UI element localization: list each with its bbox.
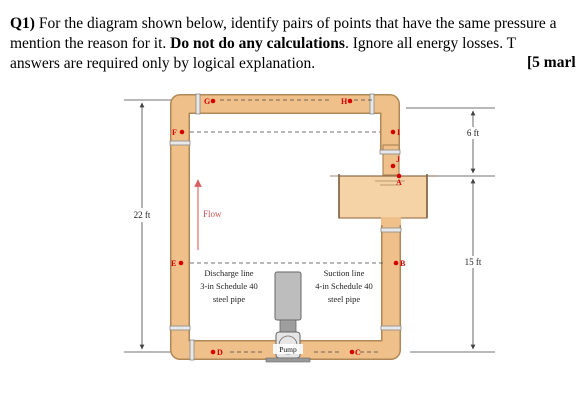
question-line-2: mention the reason for it. Do not do any…: [10, 34, 580, 54]
point-j-label: J: [396, 155, 400, 164]
question-line-3: answers are required only by logical exp…: [10, 55, 316, 72]
suction-label-2: 4-in Schedule 40: [315, 281, 373, 291]
question-line-2-start: mention the reason for it.: [10, 35, 171, 52]
pump-label: Pump: [279, 345, 297, 354]
point-e-label: E: [171, 259, 176, 268]
point-i: [390, 129, 396, 135]
question-line-1-text: For the diagram shown below, identify pa…: [38, 15, 557, 32]
discharge-label-1: Discharge line: [204, 268, 253, 278]
discharge-line-label: Discharge line 3-in Schedule 40 steel pi…: [194, 266, 266, 306]
point-j: [390, 163, 396, 169]
dim-15ft: 15 ft: [465, 257, 482, 267]
point-g-label: G: [204, 97, 210, 106]
point-h: [347, 98, 353, 104]
suction-label-3: steel pipe: [328, 294, 361, 304]
discharge-label-2: 3-in Schedule 40: [200, 281, 258, 291]
dim-6ft: 6 ft: [467, 128, 480, 138]
point-g: [210, 98, 216, 104]
point-a: [396, 173, 402, 179]
question-line-1: Q1) For the diagram shown below, identif…: [10, 14, 580, 34]
marks-label: [5 marl: [527, 54, 576, 71]
dim-22ft: 22 ft: [134, 210, 151, 220]
point-c: [349, 349, 355, 355]
measurement-points: A B C D E F G H I J: [171, 97, 406, 357]
suction-line-label: Suction line 4-in Schedule 40 steel pipe: [308, 266, 380, 306]
question-emphasis: Do not do any calculations: [170, 35, 345, 52]
point-a-label: A: [396, 178, 402, 187]
point-c-label: C: [355, 348, 361, 357]
point-i-label: I: [397, 128, 400, 137]
tank-outlet-pipe: [381, 217, 401, 225]
discharge-label-3: steel pipe: [213, 294, 246, 304]
flow-label: Flow: [203, 209, 222, 219]
question-text: Q1) For the diagram shown below, identif…: [10, 14, 580, 74]
point-d: [210, 349, 216, 355]
point-f: [179, 129, 185, 135]
point-b-label: B: [400, 259, 406, 268]
point-f-label: F: [172, 128, 177, 137]
question-number: Q1): [10, 15, 35, 32]
point-e: [178, 260, 184, 266]
tank: [330, 174, 436, 219]
point-d-label: D: [217, 348, 223, 357]
reference-lines: [190, 99, 384, 353]
pipe-fittings: [169, 93, 402, 361]
question-line-2-end: . Ignore all energy losses. T: [344, 35, 517, 52]
suction-label-1: Suction line: [324, 268, 365, 278]
point-h-label: H: [341, 97, 348, 106]
point-b: [393, 260, 399, 266]
